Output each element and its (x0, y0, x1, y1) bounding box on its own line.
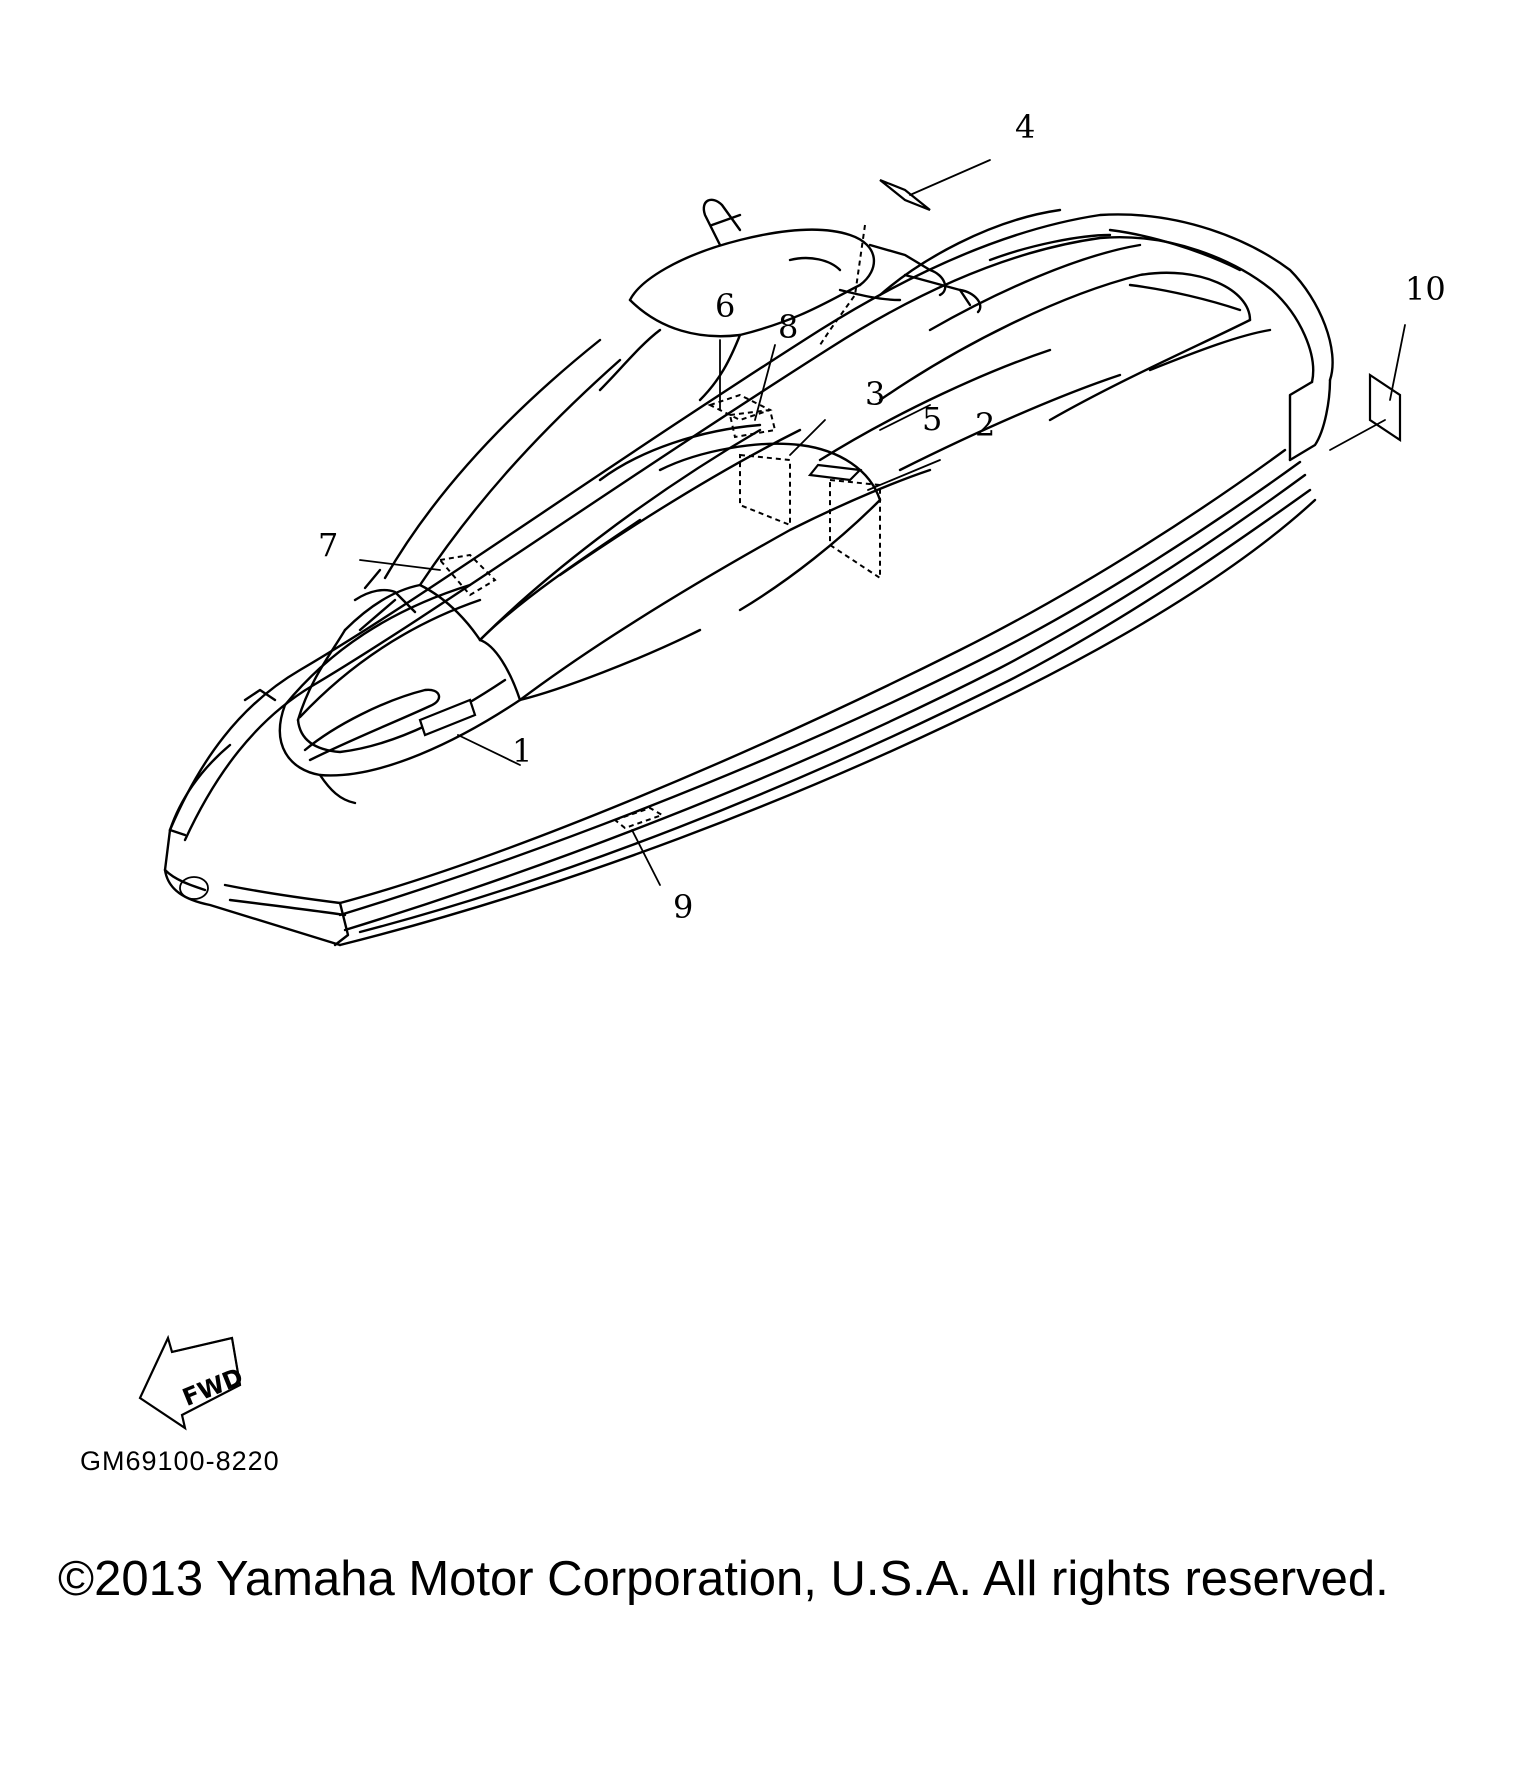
decal-8-shape (728, 408, 777, 439)
callout-numbers: 1 2 3 4 5 6 7 8 9 10 (318, 108, 1446, 926)
callout-6: 6 (715, 287, 735, 325)
decal-9-shape (612, 806, 665, 830)
copyright-notice: ©2013 Yamaha Motor Corporation, U.S.A. A… (58, 1552, 1389, 1606)
callout-10: 10 (1405, 270, 1446, 308)
decal-10-shape (1368, 372, 1402, 443)
decal-5-shape (807, 463, 863, 482)
callout-1: 1 (512, 732, 532, 770)
callout-2: 2 (975, 406, 995, 444)
decal-2-shape (829, 478, 881, 580)
decal-1-shape (418, 698, 477, 737)
decal-4-shape (879, 178, 931, 212)
decal-3-shape (739, 453, 791, 527)
callout-3: 3 (865, 375, 885, 413)
leader-lines (359, 159, 1406, 886)
watercraft-body-drawing (163, 198, 1334, 947)
diagram-code: GM69100-8220 (80, 1446, 280, 1476)
callout-5: 5 (922, 400, 942, 438)
fwd-arrow-icon: FWD (138, 1334, 247, 1431)
callout-4: 4 (1015, 108, 1035, 146)
callout-8: 8 (778, 308, 798, 346)
decal-7-shape (438, 553, 497, 597)
callout-7: 7 (318, 526, 338, 564)
callout-9: 9 (673, 888, 693, 926)
